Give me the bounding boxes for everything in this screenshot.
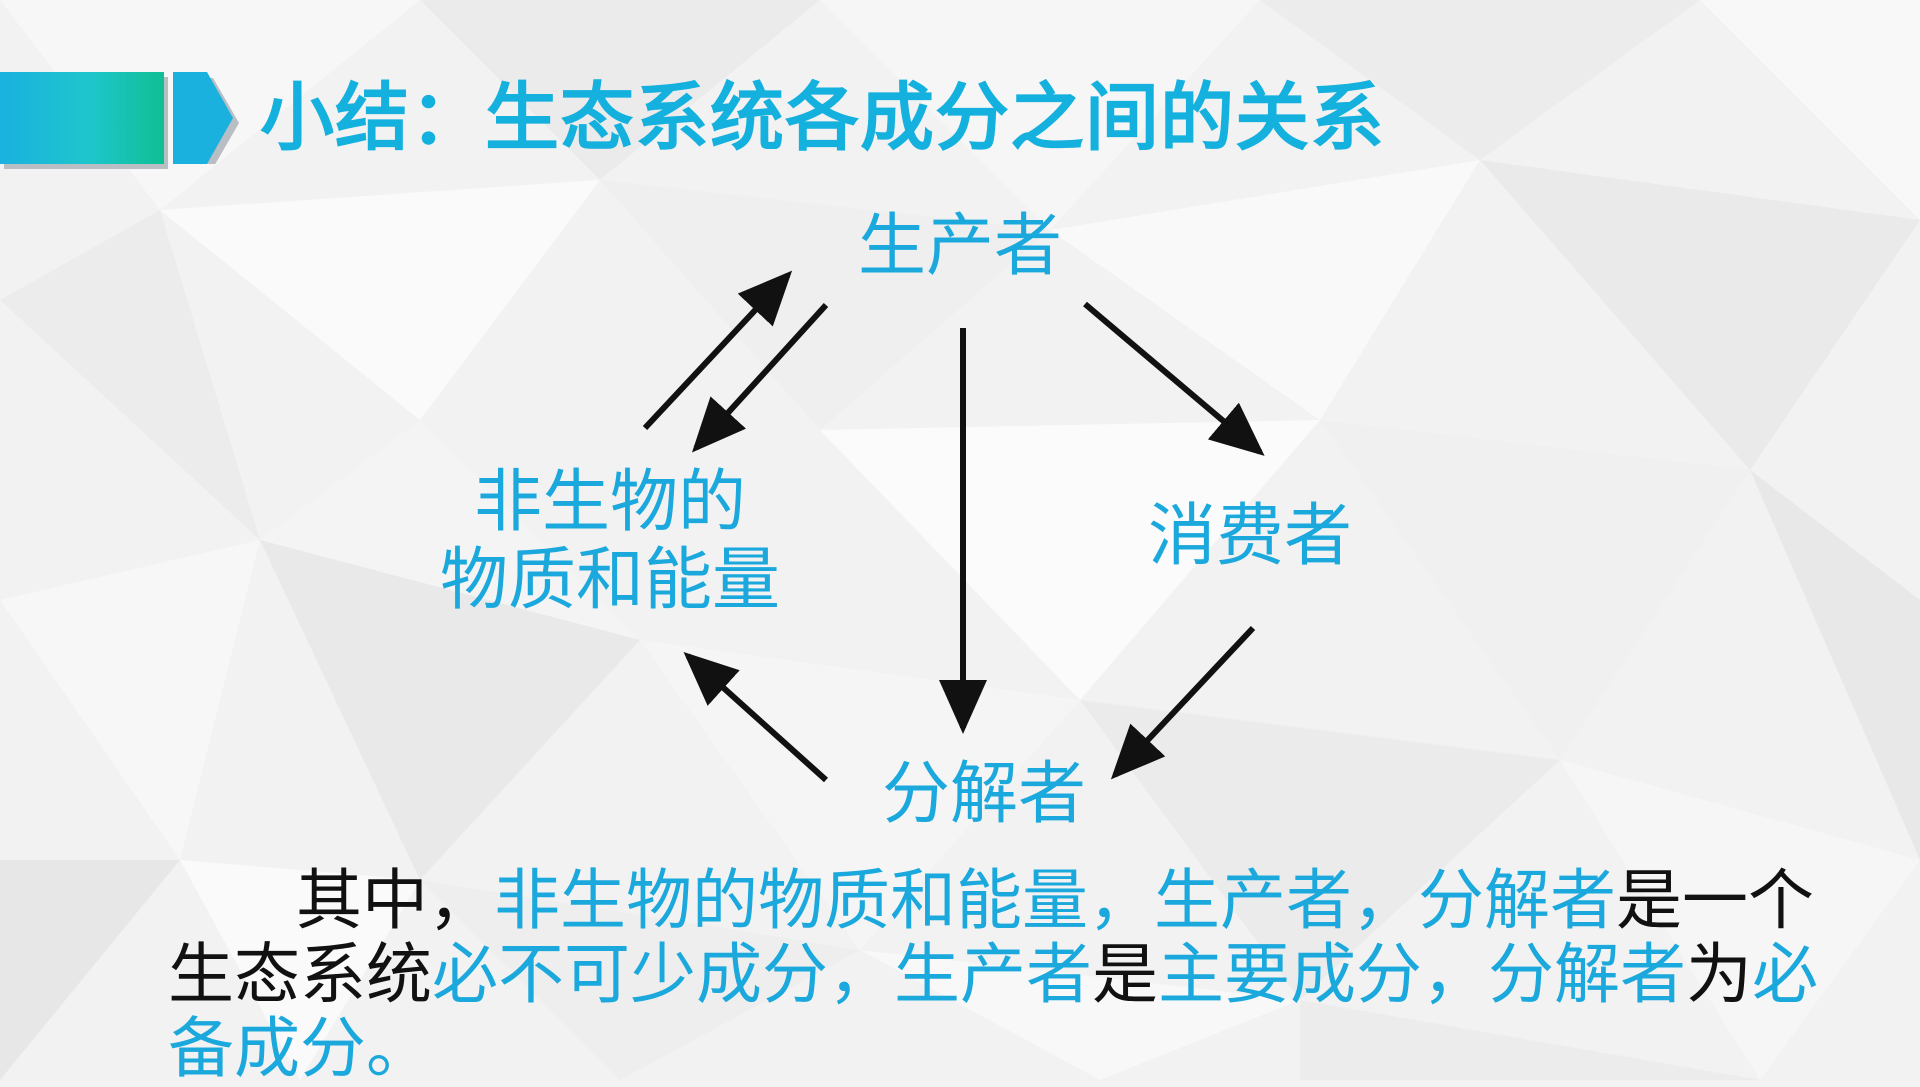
paragraph-text: 其中，非生物的物质和能量，生产者，分解者是一个生态系统必不可少成分，生产者是主要…: [168, 862, 1818, 1087]
highlight-text-segment: ，: [1352, 862, 1418, 939]
node-abiotic-line1: 非生物的: [474, 463, 747, 542]
node-consumer: 消费者: [1148, 497, 1353, 576]
text-segment: 其中，: [296, 862, 494, 939]
node-abiotic-line2: 物质和能量: [440, 541, 781, 620]
summary-paragraph: 其中，非生物的物质和能量，生产者，分解者是一个生态系统必不可少成分，生产者是主要…: [168, 864, 1848, 1086]
highlight-text-segment: 生产者: [894, 936, 1092, 1013]
arrow-decomposer-to-abiotic: [683, 651, 829, 783]
text-segment: 是: [1092, 936, 1158, 1013]
highlight-text-segment: 生产者: [1154, 862, 1352, 939]
arrow-abiotic-to-producer: [642, 270, 793, 431]
highlight-text-segment: 必不可少成分: [432, 936, 828, 1013]
text-segment: 为: [1686, 936, 1752, 1013]
arrow-producer-to-consumer: [1083, 301, 1265, 456]
arrow-producer-to-abiotic: [691, 302, 829, 453]
highlight-text-segment: 主要成分: [1158, 936, 1422, 1013]
arrow-consumer-to-decomposer: [1110, 625, 1256, 780]
title-accent-block: [0, 72, 164, 164]
title-arrow-block: [173, 72, 239, 164]
highlight-text-segment: 必备成分。: [168, 936, 1818, 1087]
node-producer: 生产者: [858, 207, 1063, 286]
node-abiotic-matter-energy: 非生物的 物质和能量: [440, 464, 780, 620]
highlight-text-segment: 分解者: [1488, 936, 1686, 1013]
highlight-text-segment: 非生物的物质和能量: [494, 862, 1088, 939]
text-segment: 是一个生态系统: [168, 862, 1814, 1013]
node-decomposer: 分解者: [882, 755, 1087, 834]
highlight-text-segment: ，: [828, 936, 894, 1013]
highlight-text-segment: 分解者: [1418, 862, 1616, 939]
highlight-text-segment: ，: [1088, 862, 1154, 939]
highlight-text-segment: ，: [1422, 936, 1488, 1013]
slide-title: 小结：生态系统各成分之间的关系: [260, 75, 1385, 161]
